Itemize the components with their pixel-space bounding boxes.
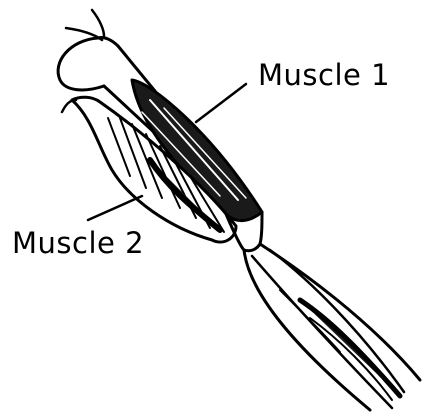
- forearm: [244, 244, 420, 410]
- muscle-2-label: Muscle 2: [12, 229, 144, 258]
- muscle-2-leader-line: [88, 196, 142, 220]
- muscle-1-label: Muscle 1: [258, 61, 390, 90]
- muscle-1-leader-line: [196, 84, 246, 122]
